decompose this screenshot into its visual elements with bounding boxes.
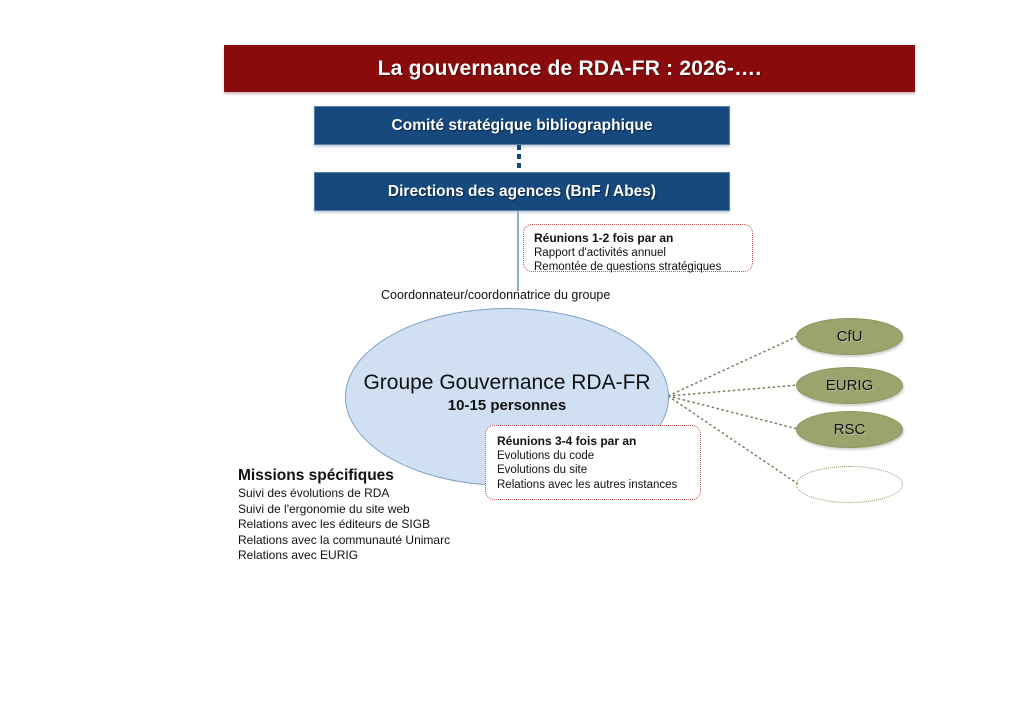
node-directions-label: Directions des agences (BnF / Abes) xyxy=(387,182,657,200)
callout-reunions-groupe: Réunions 3-4 fois par an Evolutions du c… xyxy=(485,425,701,500)
callout-mid-line-1: Evolutions du code xyxy=(497,449,595,462)
missions-item: Relations avec la communauté Unimarc xyxy=(238,532,451,547)
page-title: La gouvernance de RDA-FR : 2026-…. xyxy=(377,56,762,80)
satellite-label: EURIG xyxy=(825,377,874,394)
groupe-size: 10-15 personnes xyxy=(447,397,567,414)
missions-block: Missions spécifiques Suivi des évolution… xyxy=(238,466,450,564)
callout-top-line-2: Remontée de questions stratégiques xyxy=(534,261,722,273)
missions-item: Suivi des évolutions de RDA xyxy=(238,486,390,500)
satellite-label: RSC xyxy=(833,421,866,438)
node-groupe-gouvernance-text: Groupe Gouvernance RDA-FR 10-15 personne… xyxy=(345,370,669,416)
node-comite-strategique: Comité stratégique bibliographique xyxy=(314,106,730,145)
groupe-name: Groupe Gouvernance RDA-FR xyxy=(363,371,651,394)
node-satellite-rsc: RSC xyxy=(796,411,903,448)
connector-directions-to-groupe xyxy=(517,211,519,291)
callout-top-line-1: Rapport d'activités annuel xyxy=(534,246,666,259)
node-comite-label: Comité stratégique bibliographique xyxy=(391,116,653,134)
slide-title-banner: La gouvernance de RDA-FR : 2026-…. xyxy=(224,45,915,92)
connector-groupe-to-eurig xyxy=(667,384,799,397)
callout-reunions-annuelles: Réunions 1-2 fois par an Rapport d'activ… xyxy=(523,224,753,273)
node-satellite-cfu: CfU xyxy=(796,318,903,355)
node-directions-agences: Directions des agences (BnF / Abes) xyxy=(314,172,730,211)
satellite-label: CfU xyxy=(836,328,863,345)
callout-mid-line-2: Evolutions du site xyxy=(497,464,588,476)
missions-heading: Missions spécifiques xyxy=(238,467,394,484)
connector-groupe-to-cfu xyxy=(667,335,799,397)
node-satellite-empty xyxy=(796,466,903,503)
missions-item: Relations avec EURIG xyxy=(238,548,359,562)
callout-mid-line-3: Relations avec les autres instances xyxy=(497,478,678,491)
missions-item: Suivi de l'ergonomie du site web xyxy=(238,501,410,516)
coordinator-label: Coordonnateur/coordonnatrice du groupe xyxy=(381,288,611,302)
connector-comite-to-directions xyxy=(517,145,521,172)
node-satellite-eurig: EURIG xyxy=(796,367,903,404)
callout-top-heading: Réunions 1-2 fois par an xyxy=(534,231,674,245)
callout-mid-heading: Réunions 3-4 fois par an xyxy=(497,434,637,448)
missions-item: Relations avec les éditeurs de SIGB xyxy=(238,517,431,531)
